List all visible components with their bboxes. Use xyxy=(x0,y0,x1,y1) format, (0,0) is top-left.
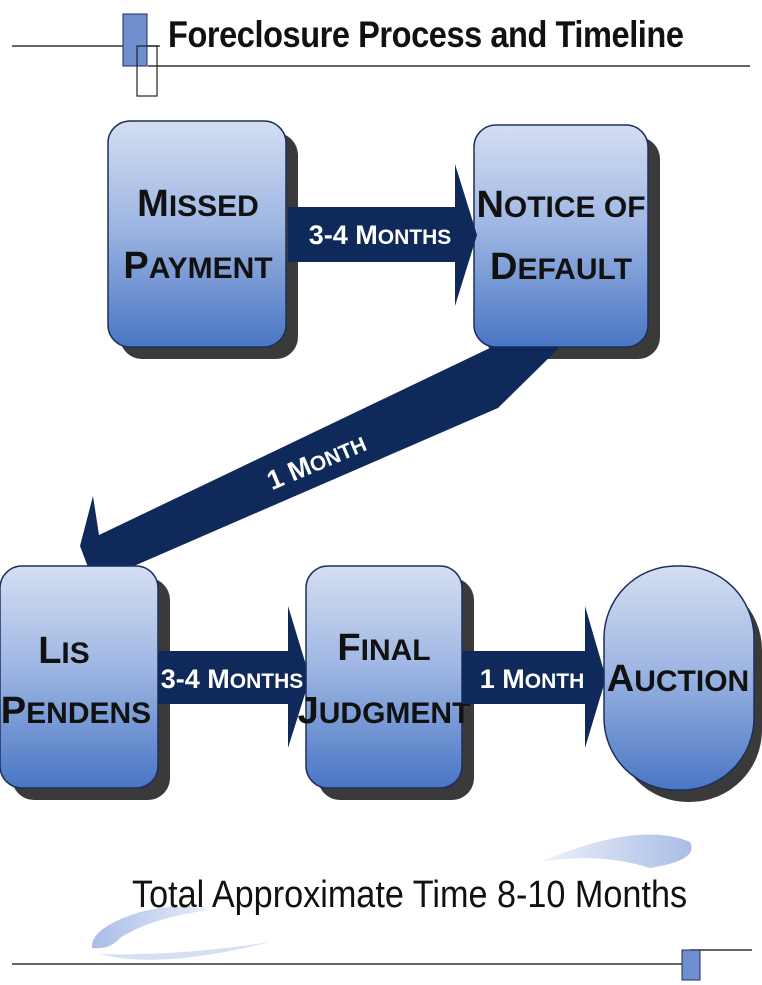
label-auction: AUCTION xyxy=(607,658,749,700)
arrow-shape xyxy=(462,606,606,748)
step-notice-of-default: NOTICE OF DEFAULT xyxy=(473,124,660,359)
arrow-shape xyxy=(158,606,310,748)
swoosh-bottom-left-tail xyxy=(100,942,270,960)
box-final-judgment xyxy=(305,565,463,789)
foreclosure-flow-diagram: MISSED PAYMENT NOTICE OF DEFAULT 3-4 MON… xyxy=(0,120,762,802)
box-lis-pendens xyxy=(0,565,159,789)
label-missed-payment-line2: PAYMENT xyxy=(123,245,272,287)
step-lis-pendens: LIS PENDENS xyxy=(0,565,170,800)
box-auction xyxy=(603,565,755,791)
header-accent-square xyxy=(122,13,148,67)
duration-final-to-auction: 1 MONTH xyxy=(480,664,585,694)
header-decoration xyxy=(12,13,750,97)
duration-lis-to-final: 3-4 MONTHS xyxy=(161,664,304,694)
label-final-judgment-line2: JUDGMENT xyxy=(298,690,471,732)
label-missed-payment-line1: MISSED xyxy=(137,183,259,225)
arrow-lis-to-final: 3-4 MONTHS xyxy=(158,606,310,748)
arrow-shape xyxy=(288,164,477,306)
label-final-judgment-line1: FINAL xyxy=(337,627,430,669)
box-missed-payment xyxy=(107,120,287,348)
arrow-shape xyxy=(80,347,560,620)
step-auction: AUCTION xyxy=(603,565,762,802)
footer-accent-square xyxy=(681,949,701,981)
arrow-final-to-auction: 1 MONTH xyxy=(462,606,606,748)
label-lis-pendens-line1: LIS xyxy=(38,630,90,672)
page-title: Foreclosure Process and Timeline xyxy=(168,14,684,55)
label-notice-of-default-line2: DEFAULT xyxy=(490,246,632,288)
step-final-judgment: FINAL JUDGMENT xyxy=(298,565,474,800)
total-approximate-time: Total Approximate Time 8-10 Months xyxy=(132,874,688,916)
footer-decoration xyxy=(12,834,752,981)
box-notice-of-default xyxy=(473,124,649,348)
duration-missed-to-notice: 3-4 MONTHS xyxy=(309,220,452,250)
header-outline-square xyxy=(136,45,158,97)
label-notice-of-default-line1: NOTICE OF xyxy=(476,184,645,226)
label-lis-pendens-line2: PENDENS xyxy=(1,690,151,732)
step-missed-payment: MISSED PAYMENT xyxy=(107,120,298,359)
swoosh-bottom-left xyxy=(91,906,210,949)
arrow-missed-to-notice: 3-4 MONTHS xyxy=(288,164,477,306)
swoosh-top-right xyxy=(540,834,692,868)
